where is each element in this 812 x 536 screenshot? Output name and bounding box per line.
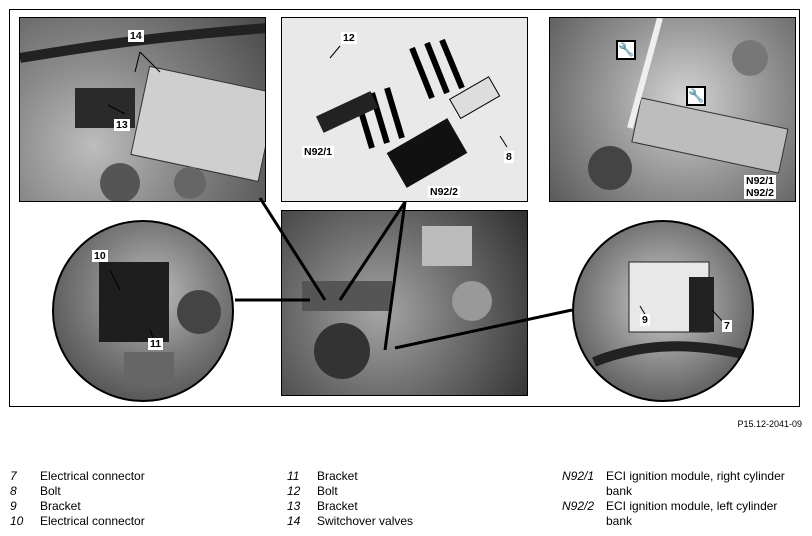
callout-11: 11 [148,338,164,350]
callout-n92-1: N92/1 [302,146,335,158]
leader-lines [107,45,726,351]
photo-ignition-modules [281,17,528,202]
callout-7: 7 [722,320,732,332]
figure-frame: 14 13 12 8 N92/1 N92/2 N92/1 N92/2 10 11… [9,9,800,407]
callout-10: 10 [92,250,108,262]
engine-illustration-2 [588,18,789,190]
detail-illustration-left [99,262,221,382]
detail-circle-right [572,220,754,402]
callout-12: 12 [341,32,357,44]
callout-n92-2: N92/2 [428,186,461,198]
callout-n92-1-right: N92/1 [744,175,777,187]
detail-circle-left [52,220,234,402]
figure-reference-code: P15.12-2041-09 [737,419,802,429]
photo-engine-overview [549,17,796,202]
callout-8: 8 [504,151,514,163]
wrench-icon: 🔧 [686,86,706,106]
callout-n92-2-right: N92/2 [744,187,777,199]
detail-illustration-right [592,261,752,367]
callout-13: 13 [114,119,130,131]
callout-9: 9 [640,314,650,326]
callout-14: 14 [128,30,144,42]
photo-engine-compartment [281,210,528,396]
engine-compartment-illustration [302,226,492,379]
wrench-icon: 🔧 [616,40,636,60]
photo-switchover-valves [19,17,266,202]
ignition-module-illustration [316,38,501,188]
engine-illustration-1 [20,23,265,201]
